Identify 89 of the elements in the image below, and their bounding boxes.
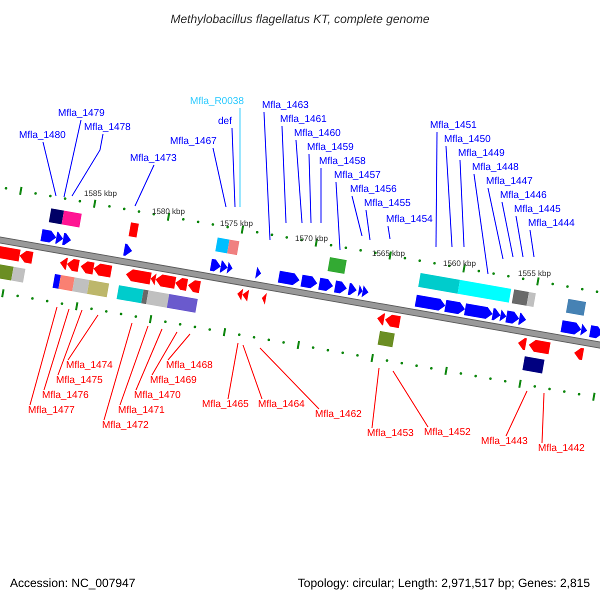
gene-label: Mfla_1476: [42, 390, 89, 402]
gene-label: Mfla_1472: [102, 420, 149, 432]
leader-line: [42, 142, 56, 196]
leader-line: [392, 370, 428, 428]
position-tick-label: 1580 kbp: [152, 207, 185, 217]
gene-label: Mfla_1473: [130, 153, 177, 165]
leader-line: [516, 216, 524, 258]
position-tick-label: 1570 kbp: [295, 234, 328, 244]
leader-line: [296, 140, 302, 224]
position-tick-label: 1565 kbp: [372, 249, 405, 259]
gene-label: Mfla_1462: [315, 409, 362, 421]
gene-label: Mfla_1468: [166, 360, 213, 372]
leader-line: [260, 348, 320, 410]
gene-label: Mfla_1477: [28, 405, 75, 417]
genome-info-text: Topology: circular; Length: 2,971,517 bp; Genes: 2,815: [298, 576, 590, 590]
leader-line: [308, 154, 312, 224]
leader-line: [58, 310, 82, 376]
leader-line: [388, 226, 390, 240]
leader-line: [264, 112, 270, 240]
leader-line: [242, 344, 262, 400]
leader-line: [372, 368, 380, 428]
gene-label: Mfla_1446: [500, 190, 547, 202]
leader-line: [282, 126, 286, 224]
leader-line: [320, 168, 322, 224]
diagram-title: Methylobacillus flagellatus KT, complete genome: [169, 11, 431, 28]
leader-line: [460, 160, 464, 248]
leader-line: [488, 188, 504, 260]
gene-label: Mfla_1480: [19, 130, 66, 142]
gene-label: Mfla_1469: [150, 375, 197, 387]
leader-line: [506, 390, 528, 436]
gene-label: Mfla_1452: [424, 427, 471, 439]
gene-label: Mfla_1464: [258, 399, 305, 411]
leader-line: [474, 174, 488, 274]
gene-label: Mfla_1450: [444, 134, 491, 146]
leader-line: [168, 334, 190, 360]
gene-label: Mfla_1467: [170, 136, 217, 148]
accession-text: Accession: NC_007947: [10, 576, 136, 590]
gene-label: def: [218, 116, 232, 128]
gene-label: Mfla_1445: [514, 204, 561, 216]
leader-line: [212, 148, 226, 208]
gene-label: Mfla_1459: [307, 142, 354, 154]
gene-label: Mfla_1448: [472, 162, 519, 174]
gene-label: Mfla_1457: [334, 170, 381, 182]
gene-label: Mfla_1475: [56, 375, 103, 387]
gene-label: Mfla_1455: [364, 198, 411, 210]
gene-label: Mfla_1444: [528, 218, 575, 230]
leader-line: [72, 134, 104, 196]
gene-label: Mfla_1453: [367, 428, 414, 440]
leader-line: [542, 392, 544, 444]
gene-label: Mfla_1447: [486, 176, 533, 188]
leader-line: [366, 210, 370, 240]
gene-label: Mfla_1471: [118, 405, 165, 417]
gene-label: Mfla_1463: [262, 100, 309, 112]
leader-line: [436, 132, 438, 248]
leader-line: [530, 230, 534, 258]
leader-line: [502, 202, 514, 258]
leader-line: [44, 308, 70, 390]
gene-label: Mfla_1451: [430, 120, 477, 132]
gene-label: Mfla_1461: [280, 114, 327, 126]
gene-label: Mfla_1442: [538, 443, 585, 455]
gene-label: Mfla_1456: [350, 184, 397, 196]
gene-label: Mfla_1474: [66, 360, 113, 372]
leader-line: [232, 128, 236, 208]
position-tick-label: 1560 kbp: [443, 259, 476, 269]
leader-line: [104, 322, 132, 420]
leader-line: [120, 326, 148, 406]
gene-label: Mfla_1443: [481, 436, 528, 448]
leader-line: [152, 332, 178, 376]
position-tick-label: 1585 kbp: [84, 189, 117, 199]
gene-label: Mfla_1458: [319, 156, 366, 168]
gene-label: Mfla_1479: [58, 108, 105, 120]
leader-line: [68, 314, 98, 360]
gene-label: Mfla_1470: [134, 390, 181, 402]
gene-label: Mfla_1478: [84, 122, 131, 134]
leader-line: [136, 328, 162, 390]
leader-line: [228, 342, 238, 400]
leader-line: [352, 196, 362, 236]
gene-label: Mfla_1465: [202, 399, 249, 411]
leader-line: [446, 146, 452, 248]
gene-label: Mfla_1454: [386, 214, 433, 226]
leader-line: [64, 120, 82, 198]
leader-line: [336, 182, 340, 250]
leader-line: [30, 306, 58, 406]
position-tick-label: 1555 kbp: [518, 269, 551, 279]
gene-label: Mfla_1449: [458, 148, 505, 160]
position-tick-label: 1575 kbp: [220, 219, 253, 229]
gene-label: Mfla_R0038: [190, 96, 244, 108]
leader-line: [134, 164, 154, 206]
gene-label: Mfla_1460: [294, 128, 341, 140]
